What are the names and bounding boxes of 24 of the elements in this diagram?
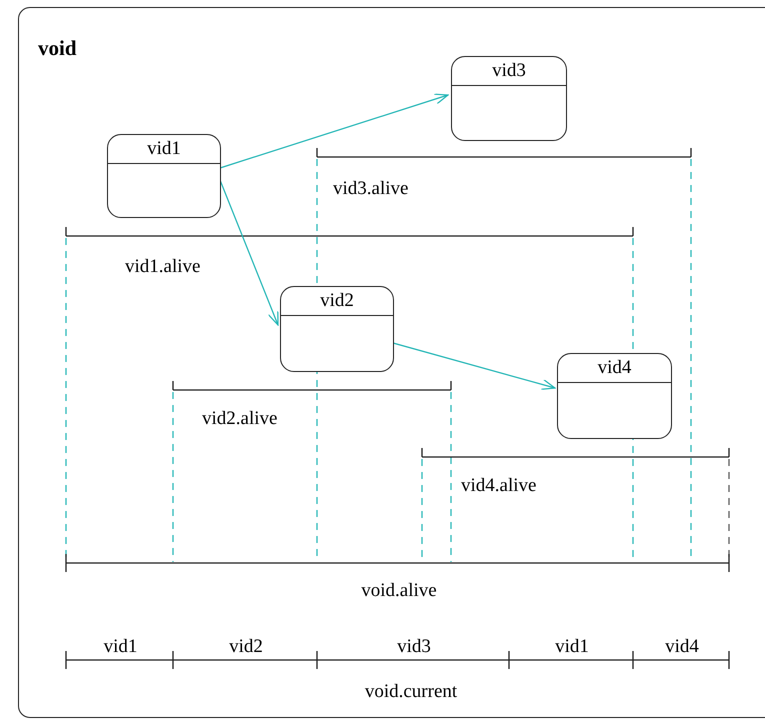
state-box [280,286,394,372]
span-label: vid3.alive [333,178,408,200]
segment-label: vid1 [104,636,138,658]
span-label: vid4.alive [461,475,536,497]
arrow [220,94,449,169]
span-label: vid2.alive [202,408,278,430]
state-name: vid1 [108,135,220,164]
segment-label: vid3 [397,636,431,658]
segment-label: vid2 [229,636,263,658]
state-name: vid4 [558,354,671,383]
arrow [219,180,279,326]
state-container [18,7,765,718]
state-box [107,134,221,218]
state-box [557,353,672,439]
span-label: void.alive [361,580,437,602]
state-title: void [38,36,77,60]
state-name: vid3 [452,57,566,86]
state-box [451,56,567,141]
span-label: void.current [364,681,458,703]
segment-label: vid1 [555,636,589,658]
arrow [392,342,556,390]
segment-label: vid4 [665,636,699,658]
state-name: vid2 [281,287,393,316]
span-label: vid1.alive [125,256,200,278]
